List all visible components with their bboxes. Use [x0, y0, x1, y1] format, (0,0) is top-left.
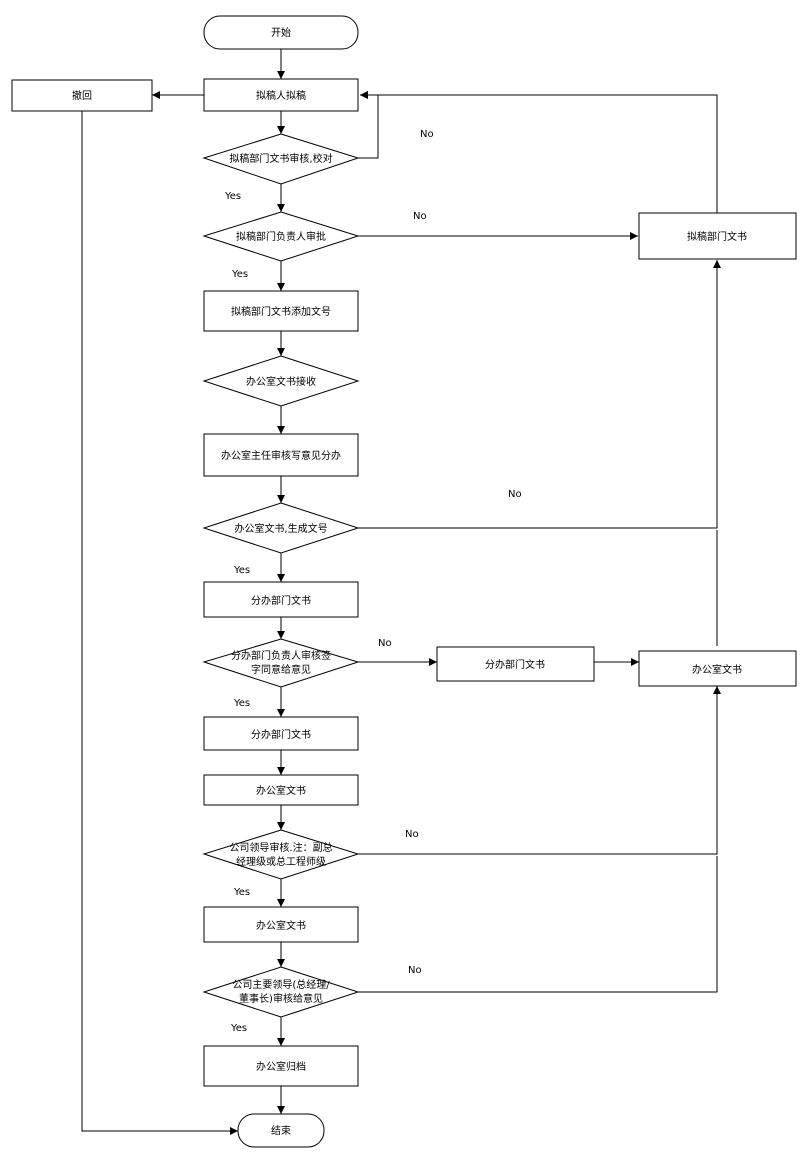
- edge-proofread-no: [358, 91, 379, 159]
- label-no-assigned-head: No: [378, 638, 392, 649]
- node-leader-review-label-1: 公司领导审核.注：副总: [229, 841, 332, 854]
- connectors: [81, 49, 721, 1135]
- node-assigned-head-sign: 分办部门负责人审核签 字同意给意见: [202, 638, 360, 688]
- node-proofread-label: 拟稿部门文书审核,校对: [229, 152, 332, 165]
- node-proofread: 拟稿部门文书审核,校对: [202, 133, 360, 185]
- node-assigned-dept-clerk-2: 分办部门文书: [203, 716, 359, 751]
- node-draft-dept-clerk-right: 拟稿部门文书: [638, 212, 797, 260]
- node-assigned-dept-clerk-mid-label: 分办部门文书: [485, 658, 545, 671]
- label-no-leader: No: [405, 829, 419, 840]
- node-end: 结束: [237, 1113, 325, 1148]
- node-assigned-dept-clerk-1: 分办部门文书: [203, 581, 359, 618]
- node-draft: 拟稿人拟稿: [203, 78, 359, 112]
- node-office-receive-label: 办公室文书接收: [246, 375, 316, 388]
- node-office-clerk-2: 办公室文书: [203, 906, 359, 943]
- node-office-receive: 办公室文书接收: [202, 355, 360, 407]
- label-yes-proofread: Yes: [224, 191, 241, 202]
- node-chief-review-label-1: 公司主要领导(总经理/: [232, 978, 330, 991]
- node-draft-dept-clerk-right-label: 拟稿部门文书: [687, 230, 747, 243]
- label-yes-leader: Yes: [233, 887, 250, 898]
- label-yes-chief: Yes: [230, 1023, 247, 1034]
- node-office-director-label: 办公室主任审核写意见分办: [221, 449, 341, 462]
- label-yes-assigned-head: Yes: [233, 698, 250, 709]
- node-office-clerk-1-label: 办公室文书: [256, 784, 306, 797]
- node-end-label: 结束: [271, 1124, 291, 1137]
- label-no-dept-head: No: [413, 211, 427, 222]
- node-start: 开始: [203, 15, 359, 50]
- node-office-clerk-1: 办公室文书: [203, 774, 359, 806]
- label-no-proofread: No: [420, 129, 434, 140]
- node-dept-head-approve-label: 拟稿部门负责人审批: [236, 230, 326, 243]
- edge-chief-no: [358, 856, 718, 993]
- node-office-clerk-right-label: 办公室文书: [692, 663, 742, 676]
- node-draft-label: 拟稿人拟稿: [256, 89, 306, 102]
- node-office-director: 办公室主任审核写意见分办: [203, 433, 359, 477]
- label-no-generate-no: No: [508, 489, 522, 500]
- node-assigned-head-sign-label-1: 分办部门负责人审核签: [231, 649, 331, 662]
- node-archive-label: 办公室归档: [256, 1060, 306, 1073]
- node-leader-review: 公司领导审核.注：副总 经理级或总工程师级: [202, 829, 360, 880]
- node-dept-head-approve: 拟稿部门负责人审批: [202, 211, 360, 262]
- node-assigned-head-sign-label-2: 字同意给意见: [251, 663, 311, 676]
- node-assigned-dept-clerk-2-label: 分办部门文书: [251, 728, 311, 741]
- node-chief-review-label-2: 董事长)审核给意见: [239, 992, 323, 1005]
- edge-labels: No Yes No Yes No Yes No Yes No Yes No Ye…: [224, 129, 522, 1034]
- label-no-chief: No: [408, 965, 422, 976]
- edge-leader-no: [358, 686, 721, 855]
- node-add-doc-no: 拟稿部门文书添加文号: [203, 290, 359, 332]
- node-assigned-dept-clerk-1-label: 分办部门文书: [251, 594, 311, 607]
- edge-clerkright-draft: [360, 91, 718, 213]
- node-chief-review: 公司主要领导(总经理/ 董事长)审核给意见: [202, 966, 360, 1018]
- node-add-doc-no-label: 拟稿部门文书添加文号: [231, 305, 331, 318]
- node-revoke-label: 撤回: [72, 89, 92, 102]
- node-assigned-dept-clerk-mid: 分办部门文书: [436, 646, 595, 682]
- node-office-clerk-2-label: 办公室文书: [256, 919, 306, 932]
- label-yes-generate-no: Yes: [233, 565, 250, 576]
- node-office-generate-no-label: 办公室文书,生成文号: [234, 522, 327, 535]
- node-leader-review-label-2: 经理级或总工程师级: [236, 855, 326, 868]
- node-archive: 办公室归档: [203, 1045, 359, 1087]
- edge-generate-no: [358, 260, 721, 529]
- label-yes-dept-head: Yes: [231, 269, 248, 280]
- node-start-label: 开始: [271, 26, 291, 39]
- node-office-clerk-right: 办公室文书: [638, 650, 797, 687]
- node-office-generate-no: 办公室文书,生成文号: [202, 502, 360, 554]
- edge-revoke-end: [81, 111, 238, 1135]
- node-revoke: 撤回: [11, 79, 153, 112]
